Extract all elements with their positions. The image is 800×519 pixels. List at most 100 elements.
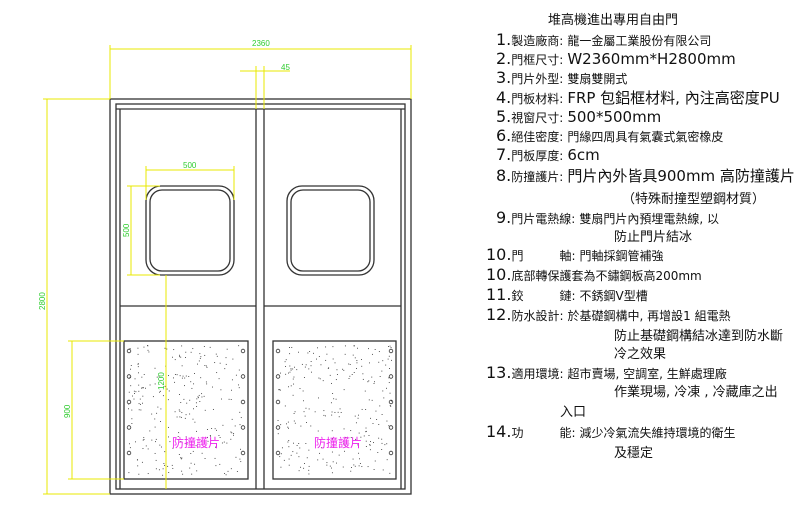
stipple-dot <box>192 418 194 420</box>
stipple-dot <box>134 392 135 394</box>
stipple-dot <box>305 407 307 409</box>
stipple-dot <box>359 463 361 464</box>
stipple-dot <box>368 348 369 350</box>
stipple-dot <box>138 390 140 392</box>
stipple-dot <box>320 447 322 449</box>
stipple-dot <box>141 376 143 378</box>
stipple-dot <box>373 442 374 444</box>
stipple-dot <box>343 389 345 391</box>
stipple-dot <box>386 387 387 389</box>
stipple-dot <box>329 374 331 376</box>
spec-value: 門軸採鋼管補強 <box>580 248 664 263</box>
stipple-dot <box>373 469 375 470</box>
stipple-dot <box>289 353 291 355</box>
stipple-dot <box>373 382 375 384</box>
stipple-dot <box>358 452 360 454</box>
stipple-dot <box>158 469 160 471</box>
stipple-dot <box>348 378 350 379</box>
stipple-dot <box>339 408 341 410</box>
stipple-dot <box>342 466 344 468</box>
stipple-dot <box>377 452 379 453</box>
stipple-dot <box>180 458 182 460</box>
stipple-dot <box>196 430 197 432</box>
spec-number: 14. <box>486 422 511 441</box>
stipple-dot <box>361 466 363 468</box>
spec-value: 超市賣場, 空調室, 生鮮處理廠 <box>568 366 727 381</box>
stipple-dot <box>180 457 182 459</box>
stipple-dot <box>181 457 183 459</box>
spec-number: 2. <box>496 49 511 68</box>
stipple-dot <box>215 465 217 467</box>
spec-item: 14.功 能:減少冷氣流失維持環境的衛生 <box>486 422 736 441</box>
stipple-dot <box>370 441 371 443</box>
stipple-dot <box>327 367 329 369</box>
stipple-dot <box>174 381 176 383</box>
stipple-dot <box>284 361 286 363</box>
stipple-dot <box>305 364 307 366</box>
stipple-dot <box>308 469 310 471</box>
stipple-dot <box>147 345 149 347</box>
bolt-icon <box>388 348 394 354</box>
stipple-dot <box>214 428 216 430</box>
stipple-dot <box>180 416 182 418</box>
stipple-dot <box>185 436 187 438</box>
stipple-dot <box>332 346 334 348</box>
stipple-dot <box>138 409 140 411</box>
stipple-dot <box>354 415 356 417</box>
stipple-dot <box>387 358 389 360</box>
stipple-dot <box>231 389 232 391</box>
spec-value: 500*500mm <box>567 108 661 126</box>
stipple-dot <box>179 416 181 418</box>
stipple-dot <box>363 435 365 437</box>
stipple-dot <box>286 423 287 425</box>
stipple-dot <box>130 365 132 366</box>
stipple-dot <box>369 449 371 451</box>
stipple-dot <box>215 353 217 355</box>
dim-overall-width: 2360 <box>252 39 270 48</box>
spec-label: 適用環境: <box>511 366 563 381</box>
stipple-dot <box>294 366 295 368</box>
spec-item: 10.門 軸:門軸採鋼管補強 <box>486 245 664 264</box>
stipple-dot <box>225 357 227 359</box>
stipple-dot <box>368 380 370 382</box>
stipple-dot <box>198 360 200 362</box>
stipple-dot <box>178 394 180 395</box>
stipple-dot <box>382 390 384 392</box>
stipple-dot <box>344 450 345 452</box>
stipple-dot <box>154 452 156 454</box>
stipple-dot <box>292 394 294 396</box>
stipple-dot <box>181 345 183 347</box>
stipple-dot <box>138 384 140 386</box>
stipple-dot <box>171 464 173 466</box>
stipple-dot <box>367 381 369 383</box>
stipple-dot <box>290 368 292 370</box>
stipple-dot <box>325 359 327 361</box>
stipple-dot <box>203 346 205 347</box>
bolt-icon <box>388 374 394 379</box>
dimension-lines <box>43 45 412 495</box>
stipple-dot <box>206 383 208 385</box>
stipple-dot <box>189 399 191 401</box>
stipple-dot <box>331 430 333 432</box>
stipple-dot <box>389 472 391 474</box>
spec-label: 鉸 鏈: <box>511 288 575 303</box>
right-kick-plate <box>272 340 397 480</box>
stipple-dot <box>142 402 143 404</box>
stipple-dot <box>224 368 226 370</box>
stipple-dot <box>378 361 380 363</box>
stipple-dot <box>233 433 235 435</box>
stipple-dot <box>147 473 149 475</box>
stipple-dot <box>353 464 355 466</box>
stipple-dot <box>388 382 390 384</box>
stipple-dot <box>389 368 390 370</box>
stipple-dot <box>302 390 304 392</box>
stipple-dot <box>313 352 314 354</box>
stipple-dot <box>163 462 165 464</box>
stipple-dot <box>210 435 211 437</box>
stipple-dot <box>389 405 391 406</box>
stipple-dot <box>332 393 334 394</box>
drawing-title: 堆高機進出專用自由門 <box>548 12 678 28</box>
stipple-dot <box>287 441 289 443</box>
stipple-dot <box>206 429 208 430</box>
stipple-dot <box>292 368 294 370</box>
